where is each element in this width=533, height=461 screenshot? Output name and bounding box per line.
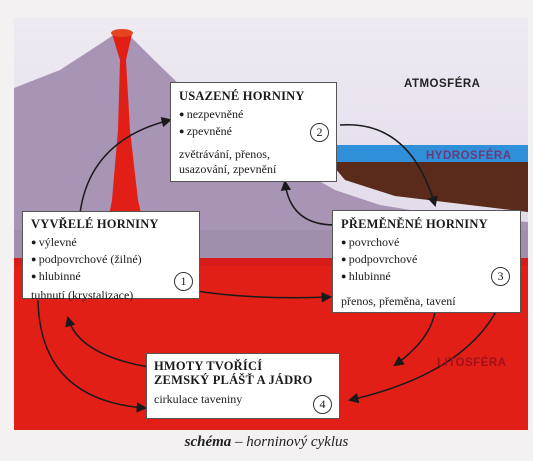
- figure-caption: schéma – horninový cyklus: [0, 434, 533, 451]
- list-item: podpovrchové: [341, 251, 512, 268]
- sedimentary-process-2: usazování, zpevnění: [179, 162, 277, 176]
- igneous-rocks-box: VYVŘELÉ HORNINY výlevné podpovrchové (ži…: [22, 211, 200, 302]
- igneous-title: VYVŘELÉ HORNINY: [31, 217, 159, 231]
- mantle-title-line-2: ZEMSKÝ PLÁŠŤ A JÁDRO: [154, 373, 313, 387]
- list-item: hlubinné: [31, 268, 191, 285]
- igneous-list: výlevné podpovrchové (žilné) hlubinné: [31, 234, 191, 285]
- step-number-1: 1: [174, 272, 193, 291]
- mantle-process: cirkulace taveniny: [154, 392, 243, 406]
- arrow-metamorphic-to-mantle: [393, 311, 436, 367]
- hydrosphere-label: HYDROSFÉRA: [426, 150, 512, 162]
- arrow-sedimentary-to-metamorphic: [339, 124, 438, 208]
- water-layer: [330, 145, 528, 162]
- list-item: povrchové: [341, 234, 512, 251]
- caption-bold: schéma: [184, 434, 232, 450]
- metamorphic-list: povrchové podpovrchové hlubinné: [341, 234, 512, 285]
- sedimentary-list: nezpevněné zpevněné: [179, 106, 328, 140]
- step-number-3: 3: [491, 267, 510, 286]
- arrow-igneous-to-metamorphic: [189, 289, 333, 303]
- list-item: hlubinné: [341, 268, 512, 285]
- sedimentary-title: USAZENÉ HORNINY: [179, 89, 305, 103]
- caption-rest: – horninový cyklus: [231, 434, 349, 450]
- step-number-2: 2: [310, 123, 329, 142]
- mountain: [14, 36, 528, 260]
- metamorphic-rocks-box: PŘEMĚNĚNÉ HORNINY povrchové podpovrchové…: [332, 210, 521, 313]
- arrow-igneous-to-sedimentary: [79, 116, 173, 214]
- step-number-4: 4: [313, 395, 332, 414]
- sedimentary-rocks-box: USAZENÉ HORNINY nezpevněné zpevněné zvět…: [170, 82, 337, 182]
- igneous-process: tuhnutí (krystalizace): [31, 288, 134, 302]
- atmosphere-label: ATMOSFÉRA: [404, 78, 481, 90]
- metamorphic-title: PŘEMĚNĚNÉ HORNINY: [341, 217, 488, 231]
- list-item: podpovrchové (žilné): [31, 251, 191, 268]
- arrow-metamorphic-to-sedimentary: [280, 179, 336, 226]
- mantle-core-box: HMOTY TVOŘÍCÍ ZEMSKÝ PLÁŠŤ A JÁDRO cirku…: [146, 353, 340, 419]
- metamorphic-process: přenos, přeměna, tavení: [341, 294, 456, 308]
- list-item: výlevné: [31, 234, 191, 251]
- lithosphere-label: LITOSFÉRA: [437, 357, 507, 369]
- magma-conduit: [100, 31, 152, 262]
- arrow-igneous-to-mantle: [37, 299, 148, 413]
- mantle-title-line-1: HMOTY TVOŘÍCÍ: [154, 359, 263, 373]
- sedimentary-process-1: zvětrávání, přenos,: [179, 147, 270, 161]
- list-item: nezpevněné: [179, 106, 328, 123]
- list-item: zpevněné: [179, 123, 328, 140]
